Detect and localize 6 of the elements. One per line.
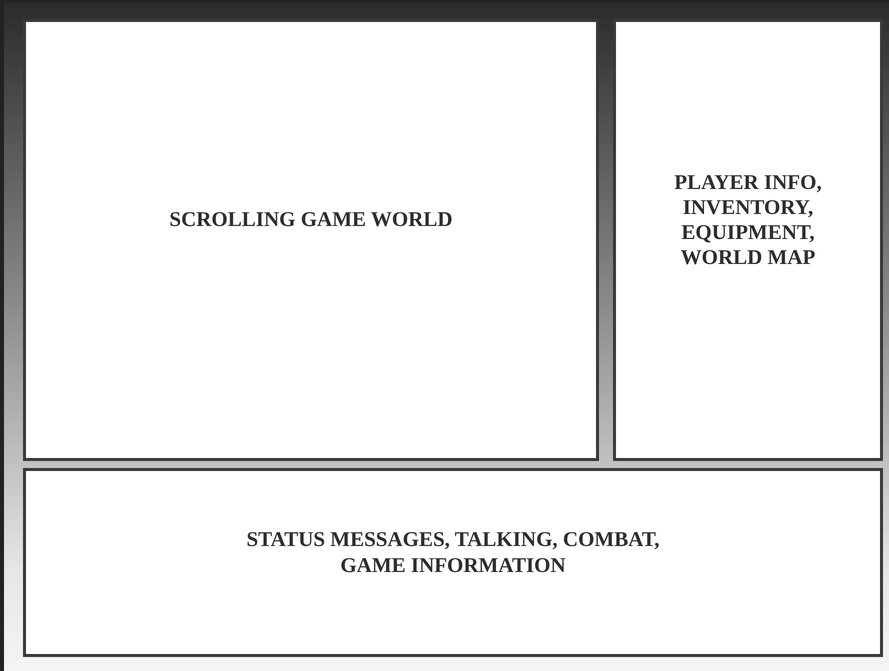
panel-label: SCROLLING GAME WORLD bbox=[169, 207, 453, 233]
panel-label: PLAYER INFO, INVENTORY, EQUIPMENT, WORLD MAP bbox=[673, 170, 823, 270]
layout-panel bbox=[23, 468, 883, 657]
layout-panel bbox=[613, 19, 883, 461]
panel-label: STATUS MESSAGES, TALKING, COMBAT, GAME INFORMATION bbox=[245, 527, 661, 578]
layout-panel bbox=[23, 19, 599, 461]
